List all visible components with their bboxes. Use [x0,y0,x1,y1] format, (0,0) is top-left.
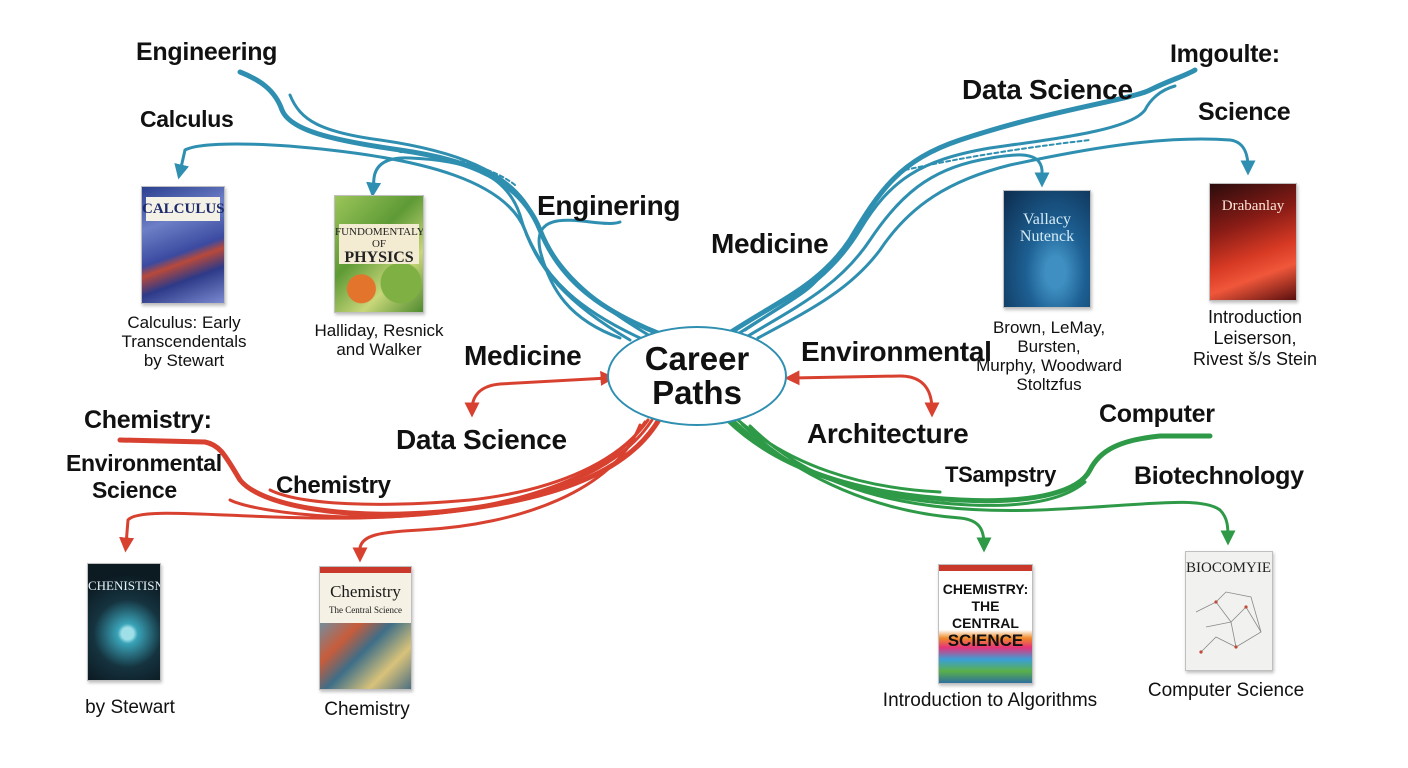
chem-dark-book-cover: CHENISTISN [87,563,161,681]
label-computer: Computer [1099,400,1215,428]
center-line2: Paths [652,374,742,411]
red-right-branch [784,370,940,418]
label-architecture: Architecture [807,418,969,449]
chemistry-cs-caption: Introduction to Algorithms [882,690,1098,711]
physics-cover-line1: FUNDOMENTALY [335,226,424,238]
physics-cover-line2: OF [371,238,387,250]
vallacy-book-cover: Vallacy Nutenck [1003,190,1091,308]
label-chemistry-colon: Chemistry: [84,406,212,434]
biocomyies-caption: Computer Science [1147,680,1305,701]
physics-cover-title: PHYSICS [344,249,414,266]
biocomyies-cover-title: BIOCOMYIES [1186,560,1273,576]
green-right-branch [725,417,1236,553]
drabanlay-cover-title: Drabanlay [1221,198,1285,214]
calculus-caption: Calculus: Early Transcendentals by Stewa… [121,313,247,370]
label-enginering: Enginering [537,190,681,221]
label-medicine-right: Medicine [711,228,829,259]
label-engineering-top: Engineering [136,38,278,66]
chemistry-cs-line1: CHEMISTRY: [942,581,1029,597]
chemistry-cs-title: SCIENCE [947,631,1024,650]
label-science: Science [1198,98,1291,126]
label-environmental-science-1: Environmental [66,450,222,476]
chem-dark-caption: by Stewart [85,697,175,718]
calculus-cover-title: CALCULUS [142,201,225,217]
label-calculus: Calculus [140,106,234,132]
label-biotechnology: Biotechnology [1134,462,1304,490]
vallacy-caption: Brown, LeMay, Bursten, Murphy, Woodward … [976,318,1122,394]
physics-caption: Halliday, Resnick and Walker [314,321,444,359]
drabanlay-caption: Introduction Leiserson, Rivest š/s Stein [1192,307,1318,369]
biocomyies-book-cover: BIOCOMYIES [1185,551,1273,671]
label-tsampstry: TSampstry [945,462,1057,487]
label-data-science-left: Data Science [396,424,567,455]
chem-central-caption: Chemistry [324,699,410,720]
label-data-science-top: Data Science [962,74,1133,105]
red-left-branch [117,370,663,563]
drabanlay-book-cover: Drabanlay [1209,183,1297,301]
label-environmental: Environmental [801,336,992,367]
label-environmental-science-2: Science [92,477,177,503]
center-line1: Career [644,340,750,377]
label-imgoulte: Imgoulte: [1170,40,1280,68]
network-graphic [1195,591,1262,654]
vallacy-cover-title: Vallacy Nutenck [1019,211,1075,245]
label-medicine-left: Medicine [464,340,582,371]
chemistry-cs-line2: THE CENTRAL [952,598,1019,631]
calculus-book-cover: CALCULUS [141,186,225,304]
blue-left-branch [174,69,663,342]
label-chemistry: Chemistry [276,472,391,499]
chem-central-cover-title: Chemistry [330,582,401,601]
center-node: Career Paths [607,326,787,426]
blue-right-branch [725,67,1256,340]
chem-central-cover-sub: The Central Science [329,605,402,615]
chem-dark-cover-title: CHENISTISN [88,578,161,593]
